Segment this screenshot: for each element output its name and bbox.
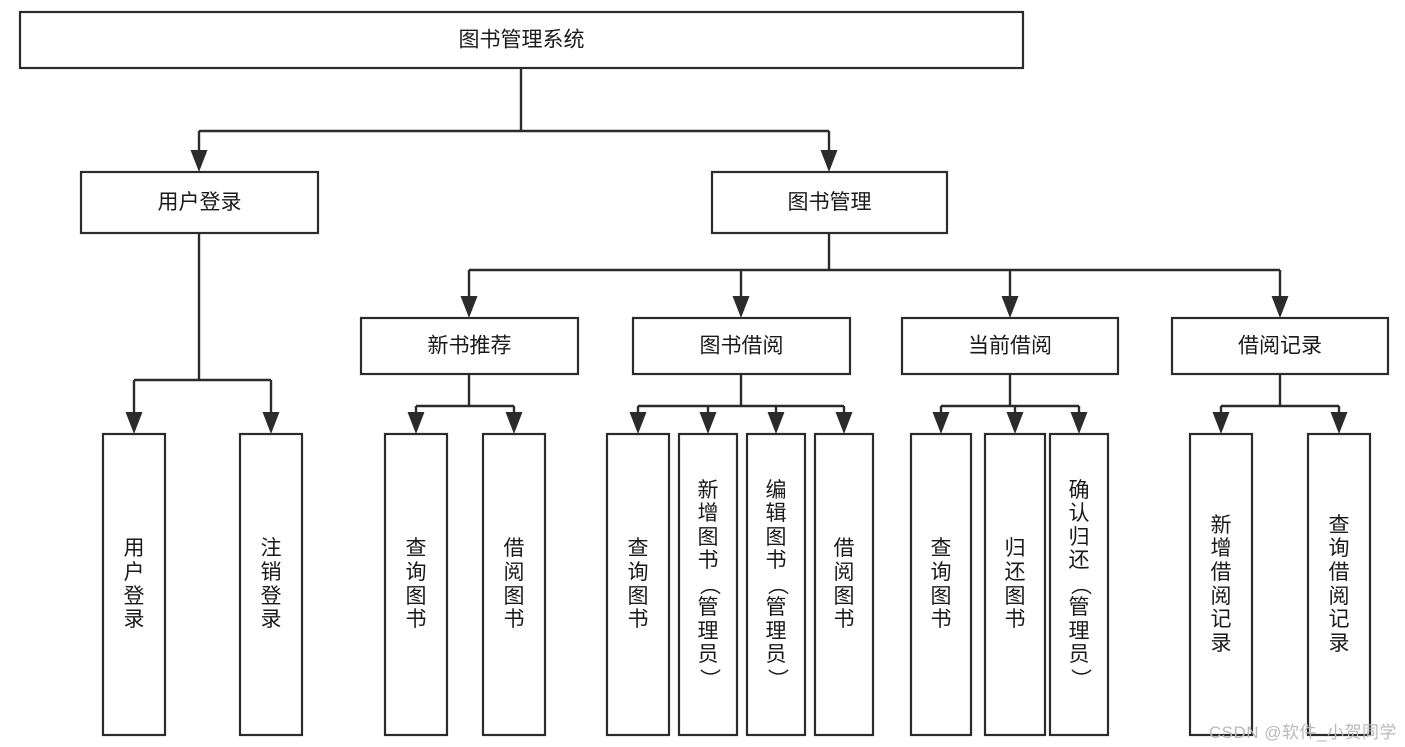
node-leaf-9[interactable] xyxy=(983,432,1047,737)
node-leaf-3[interactable] xyxy=(481,432,547,737)
node-leaf-11[interactable] xyxy=(1188,432,1254,737)
node-level2-label-3: 借阅记录 xyxy=(1238,335,1322,358)
node-leaf-12[interactable] xyxy=(1306,432,1372,737)
node-level2-label-1: 图书借阅 xyxy=(700,335,784,358)
node-level1-0[interactable] xyxy=(79,170,320,235)
watermark: CSDN @软件_小贺同学 xyxy=(1208,723,1397,742)
arrow-head-icon xyxy=(460,296,478,318)
node-level1-label-0: 用户登录 xyxy=(158,191,242,214)
node-level2-0[interactable] xyxy=(359,316,580,376)
arrow-head-icon xyxy=(1271,296,1289,318)
arrow-head-icon xyxy=(190,150,208,172)
node-level2-label-0: 新书推荐 xyxy=(428,335,512,358)
node-leaf-10[interactable] xyxy=(1048,432,1110,737)
node-leaf-0[interactable] xyxy=(101,432,167,737)
arrow-head-icon xyxy=(262,412,280,434)
arrow-head-icon xyxy=(505,412,523,434)
node-leaf-8[interactable] xyxy=(909,432,973,737)
node-leaf-4[interactable] xyxy=(605,432,671,737)
node-level2-3[interactable] xyxy=(1170,316,1390,376)
node-leaf-6[interactable] xyxy=(745,432,807,737)
arrow-head-icon xyxy=(125,412,143,434)
node-root-label: 图书管理系统 xyxy=(459,29,585,52)
node-level2-label-2: 当前借阅 xyxy=(968,335,1052,358)
arrow-head-icon xyxy=(732,296,750,318)
arrow-head-icon xyxy=(767,412,785,434)
node-level2-1[interactable] xyxy=(631,316,852,376)
arrow-head-icon xyxy=(699,412,717,434)
arrow-head-icon xyxy=(1330,412,1348,434)
arrow-head-icon xyxy=(1001,296,1019,318)
node-root[interactable] xyxy=(18,10,1025,70)
node-leaf-1[interactable] xyxy=(238,432,304,737)
node-level1-1[interactable] xyxy=(710,170,949,235)
node-level1-label-1: 图书管理 xyxy=(788,191,872,214)
arrow-head-icon xyxy=(1212,412,1230,434)
node-leaf-7[interactable] xyxy=(813,432,875,737)
arrow-head-icon xyxy=(932,412,950,434)
node-leaf-5[interactable] xyxy=(677,432,739,737)
arrow-head-icon xyxy=(835,412,853,434)
node-box-layer xyxy=(18,10,1390,737)
connector-layer xyxy=(125,68,1348,434)
arrow-head-icon xyxy=(1070,412,1088,434)
arrow-head-icon xyxy=(407,412,425,434)
node-level2-2[interactable] xyxy=(900,316,1120,376)
arrow-head-icon xyxy=(629,412,647,434)
arrow-head-icon xyxy=(1006,412,1024,434)
arrow-head-icon xyxy=(820,150,838,172)
node-leaf-2[interactable] xyxy=(383,432,449,737)
